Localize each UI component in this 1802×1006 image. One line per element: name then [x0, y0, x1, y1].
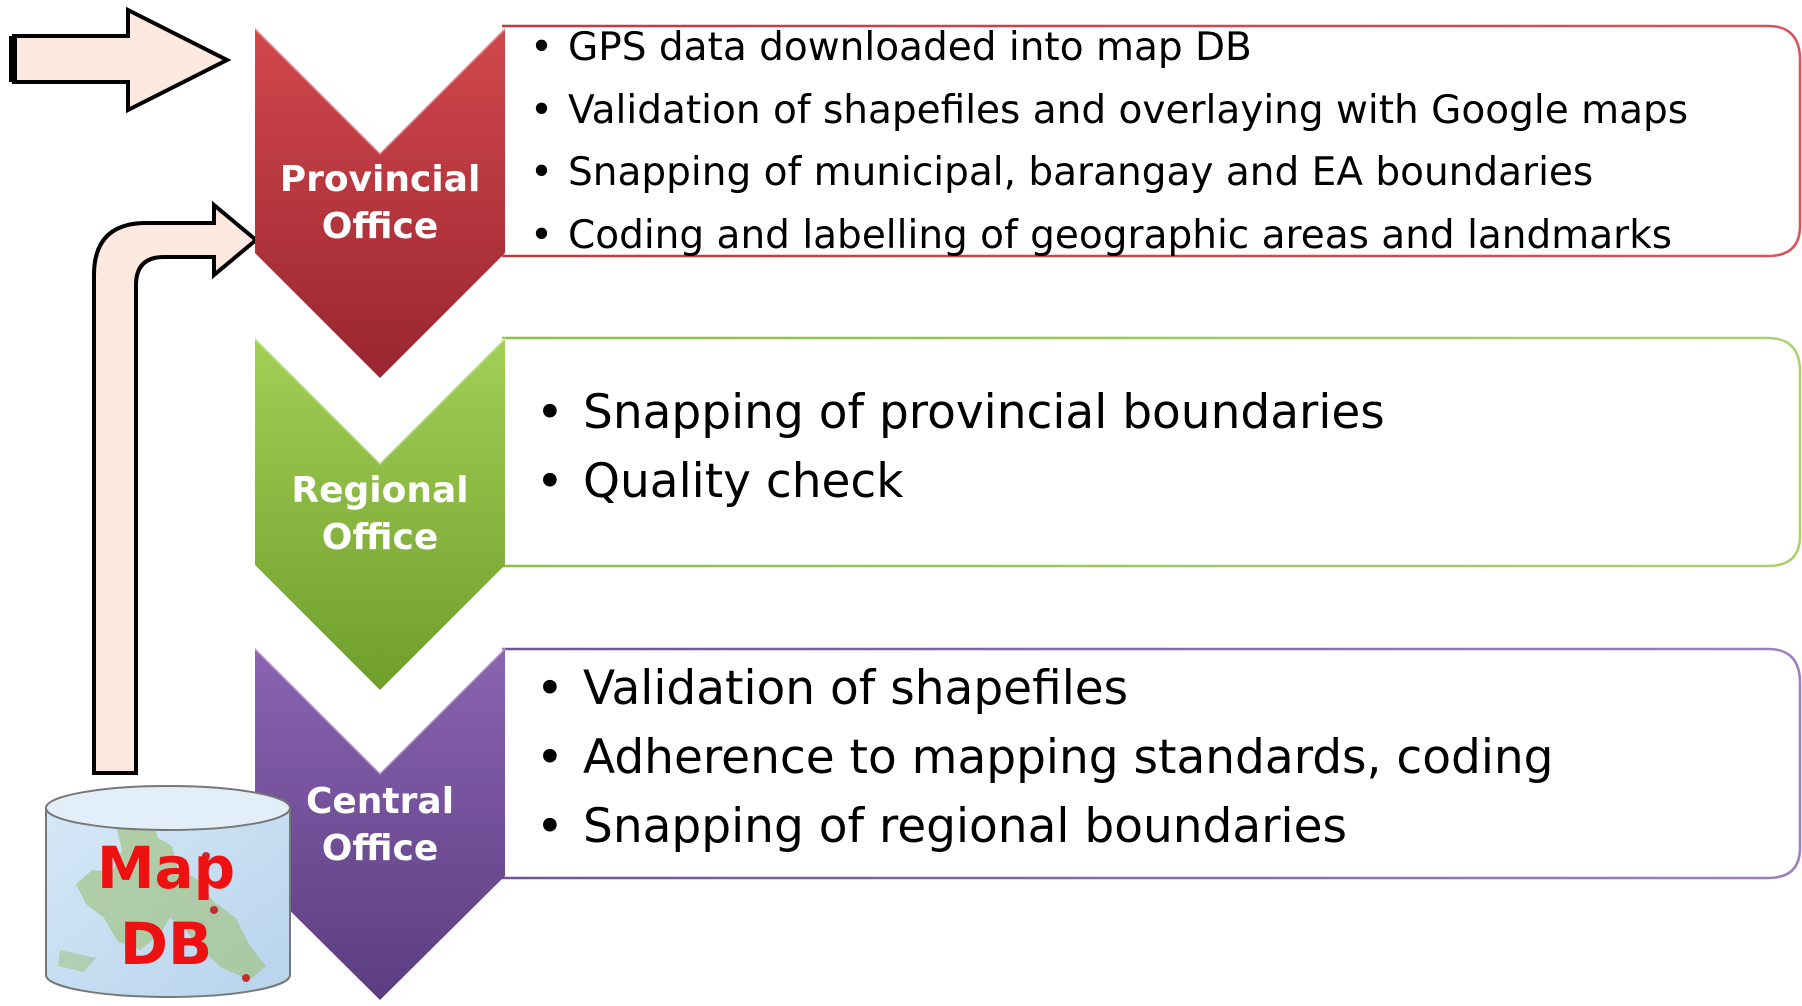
regional-task-list: Snapping of provincial boundaries Qualit…: [536, 382, 1385, 520]
provincial-office-label-line1: Provincial: [280, 159, 481, 200]
map-pin-icon: [210, 906, 218, 914]
regional-office-label-line1: Regional: [291, 470, 468, 511]
provincial-box-outline: [502, 24, 1802, 258]
map-pin-icon: [202, 852, 210, 860]
list-item: Adherence to mapping standards, coding: [536, 727, 1554, 796]
map-pin-icon: [242, 974, 250, 982]
entry-arrow-icon: [12, 6, 232, 114]
map-db-label-line2: DB: [120, 910, 212, 978]
provincial-task-list: GPS data downloaded into map DB Validati…: [530, 22, 1688, 272]
central-office-label-line1: Central: [306, 781, 454, 822]
regional-office-chevron: Regional Office: [253, 336, 507, 690]
list-item: Quality check: [536, 451, 1385, 520]
list-item: Snapping of regional boundaries: [536, 796, 1554, 865]
list-item: Snapping of municipal, barangay and EA b…: [530, 147, 1688, 210]
list-item: GPS data downloaded into map DB: [530, 22, 1688, 85]
regional-office-label-line2: Office: [322, 517, 439, 558]
regional-box-outline: [502, 336, 1802, 568]
map-db-label-line1: Map: [97, 834, 235, 902]
list-item: Coding and labelling of geographic areas…: [530, 210, 1688, 273]
central-task-list: Validation of shapefiles Adherence to ma…: [536, 658, 1554, 865]
central-box-outline: [502, 647, 1802, 880]
map-db-cylinder: Map DB: [45, 785, 291, 998]
map-landmass-icon: [76, 800, 266, 980]
list-item: Validation of shapefiles: [536, 658, 1554, 727]
provincial-office-label-line2: Office: [322, 206, 439, 247]
db-to-provincial-arrow-icon: [92, 200, 260, 775]
provincial-office-chevron: Provincial Office: [253, 26, 507, 378]
central-office-label-line2: Office: [322, 828, 439, 869]
list-item: Validation of shapefiles and overlaying …: [530, 85, 1688, 148]
entry-arrow-tail-bar: [9, 36, 17, 82]
central-office-chevron: Central Office: [253, 646, 507, 1000]
list-item: Snapping of provincial boundaries: [536, 382, 1385, 451]
